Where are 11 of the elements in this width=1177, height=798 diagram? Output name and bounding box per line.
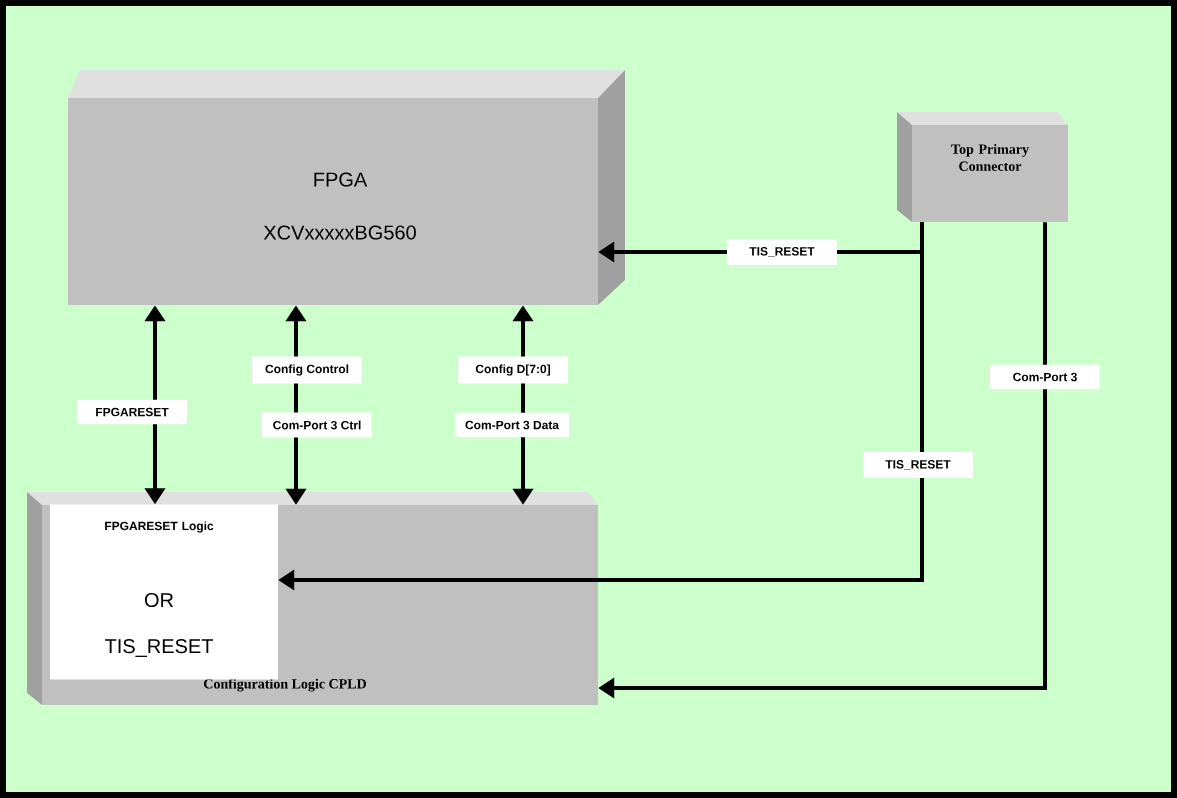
edge-label: Config D[7:0] [458,356,568,384]
edge-label: Com-Port 3 [990,364,1100,390]
edge-label: TIS_RESET [727,239,837,265]
edge-label: FPGARESET [77,399,187,425]
edge-label: Config Control [252,356,362,384]
chip-block: FPGARESET Logic OR TIS_RESET [50,504,278,680]
connector-block: Top Primary Connector [897,112,1068,222]
signal-label: Com-Port 3 Data [455,412,569,438]
chip-block: FPGA XCVxxxxxBG560 [68,70,625,305]
signal-label: Com-Port 3 Ctrl [262,412,372,438]
edge-label: TIS_RESET [863,452,973,478]
